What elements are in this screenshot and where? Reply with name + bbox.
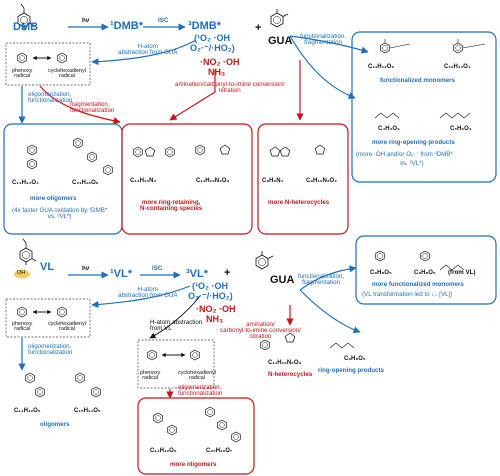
- formula-mo2: C₂₀H₁₆O₇: [206, 448, 233, 454]
- func-frag-bottom: functionalization, fragmentation: [298, 273, 345, 287]
- oxidants-bottom-2: O₂·⁻/·HO₂): [188, 291, 233, 301]
- oxidants-bottom-1: (¹O₂ ·OH: [192, 281, 228, 291]
- oxidants-top-1: (¹O₂ ·OH: [194, 33, 230, 43]
- triplet-dmb: ³DMB*: [188, 20, 221, 32]
- phenoxy-bottom: phenoxy radical: [12, 321, 33, 333]
- h-atom-top: H-atom abstraction from GUA: [118, 43, 178, 57]
- ring-opening-note-2: vs. ³VL*): [400, 160, 424, 167]
- more-n-heterocycles: more N-heterocycles: [268, 199, 330, 206]
- amination-top: amination/carbonyl-to-imine conversion/ …: [175, 81, 285, 95]
- n-heterocycles: N-heterocycles: [268, 371, 313, 378]
- oxidants-top-2: O₂·⁻/·HO₂): [190, 43, 235, 53]
- hv-bottom: hν: [82, 265, 90, 272]
- ring-retaining: more ring-retaining, N-containing specie…: [140, 199, 203, 213]
- cyclohexadienyl-top: cyclohexadienyl radical: [48, 68, 87, 80]
- gua-top: GUA: [268, 35, 293, 47]
- oh-highlight: [14, 269, 30, 279]
- dmb-molecule: [17, 3, 36, 31]
- cyclohexadienyl-bottom: cyclohexadienyl radical: [48, 321, 87, 333]
- formula-bn1: C₁₁H₁₀N₂O₃: [268, 360, 302, 366]
- gua-molecule-bottom: [255, 251, 274, 270]
- ring-opening-note-1: (more ·OH and/or O₂·⁻ from ³DMB*: [356, 151, 453, 158]
- oligomers-bottom: oligomers: [40, 421, 70, 428]
- formula-olig1: C₁₄H₁₄O₄: [12, 180, 39, 186]
- gua-molecule-top: [270, 9, 289, 28]
- isc-top: ISC: [158, 17, 169, 24]
- phenoxy-center: phenoxy radical: [140, 370, 161, 382]
- phenoxy-top: phenoxy radical: [12, 68, 33, 80]
- formula-f4: C₅H₆O₄: [450, 126, 472, 132]
- h-atom-gua-bottom: H-atom abstraction from GUA: [118, 286, 178, 300]
- formula-n2: C₁₁H₁₂N₂O₃: [196, 178, 230, 184]
- formula-n1: C₁₃H₁₀N₄: [130, 178, 157, 184]
- more-oligomers-bottom: more oligomers: [170, 461, 217, 468]
- formula-r3: C₆H₈O₅: [344, 356, 366, 362]
- dmb-label: DMB: [13, 21, 39, 33]
- no2-oh-bottom: ·NO₂ ·OH: [196, 304, 236, 314]
- nh3-top: NH₃: [208, 67, 226, 77]
- formula-n4: C₉H₁₀N₂O₂: [306, 178, 337, 184]
- hv-top: hν: [82, 17, 90, 24]
- formula-f2: C₁₂H₁₄O₄: [444, 64, 471, 70]
- plus-top: +: [255, 22, 262, 34]
- ring-opening-bottom: ring-opening products: [318, 367, 384, 374]
- nh3-bottom: NH₃: [206, 314, 224, 324]
- frag-func-top: fragmentation, functionalization: [70, 101, 115, 115]
- more-ring-opening: more ring-opening products: [372, 139, 455, 146]
- more-oligomers-top: more oligomers: [30, 195, 77, 202]
- amination-bottom: amination/ carbonyl-to-imine conversion/…: [220, 321, 301, 341]
- func-frag-top: functionalization, fragmentation: [300, 33, 347, 47]
- formula-r1: C₈H₈O₅: [370, 270, 392, 276]
- formula-f1: C₁₁H₁₂O₆: [368, 64, 395, 70]
- h-atom-vl: H-atom abstraction from VL: [150, 319, 203, 333]
- formula-mo1: C₁₄H₁₂O₆: [150, 448, 177, 454]
- formula-n3: C₈H₆N₄: [262, 178, 284, 184]
- plus-bottom: +: [224, 267, 231, 279]
- vl-label: VL: [40, 261, 55, 273]
- olig-func-top: oligomerization, functionalization: [28, 91, 73, 105]
- vl-note: (VL transformation led to ↓↓ [VL]): [362, 291, 453, 298]
- olig-note: (4x faster GUA oxidation by ³DMB* vs. ³V…: [12, 207, 108, 221]
- formula-o1: C₁₄H₁₂O₆: [14, 408, 41, 414]
- functionalized-monomers: functionalized monomers: [380, 77, 455, 84]
- singlet-dmb: ¹DMB*: [110, 20, 143, 32]
- vl-molecule: [19, 238, 37, 265]
- isc-bottom: ISC: [152, 265, 163, 272]
- triplet-vl: ³VL*: [186, 268, 208, 280]
- olig-func-bottom: oligomerization, functionalization: [28, 343, 73, 357]
- formula-r2: C₈H₈O₅: [414, 270, 436, 276]
- formula-f3: C₄H₄O₃: [378, 126, 400, 132]
- from-vl: (from VL): [448, 269, 476, 276]
- no2-oh-top: ·NO₂ ·OH: [200, 57, 240, 67]
- singlet-vl: ¹VL*: [110, 268, 132, 280]
- olig-func-center: oligomerization, functionalization: [178, 384, 223, 398]
- oh-label: OH: [17, 270, 26, 276]
- cyclohexadienyl-center: cyclohexadienyl radical: [178, 370, 217, 382]
- formula-o2: C₁₅H₁₄O₅: [74, 408, 101, 414]
- gua-bottom: GUA: [270, 274, 295, 286]
- more-functionalized-monomers: more functionalized monomers: [372, 281, 464, 288]
- formula-olig2: C₂₁H₁₈O₈: [72, 180, 99, 186]
